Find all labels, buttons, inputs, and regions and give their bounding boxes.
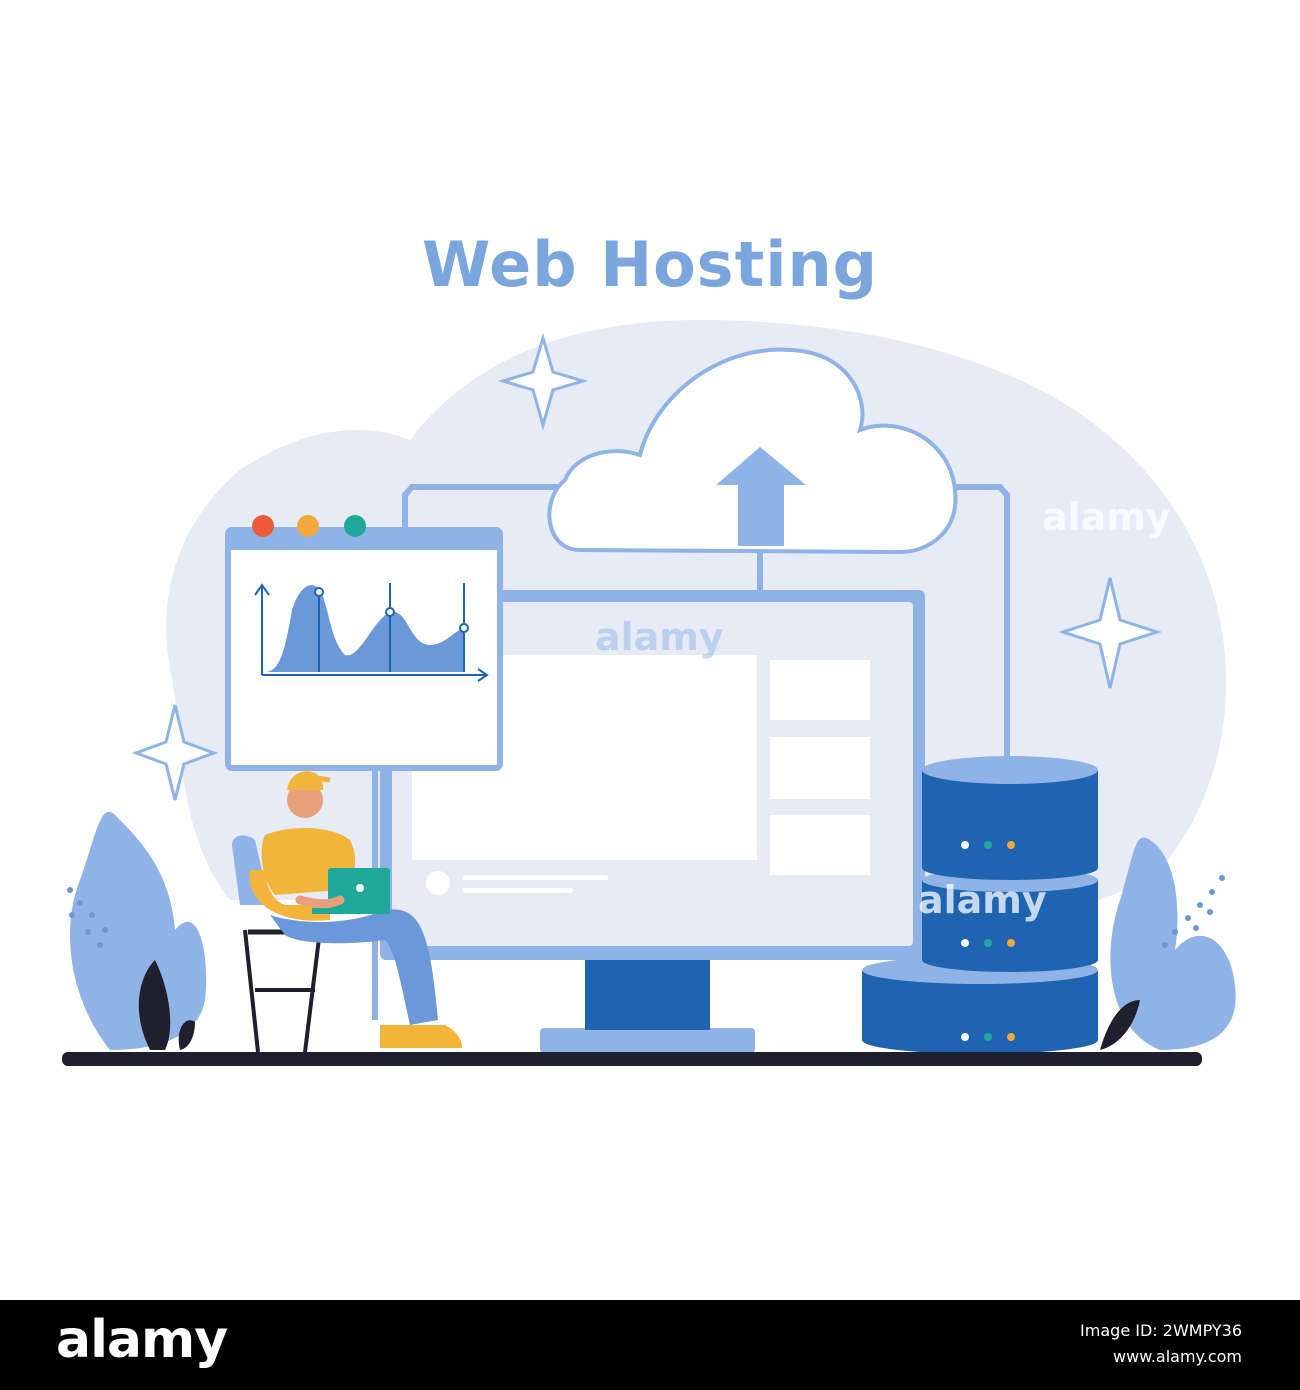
sparkle-icon <box>1058 577 1162 689</box>
window-dot-orange <box>297 515 319 537</box>
ground-line <box>62 1052 1202 1066</box>
plant-decoration <box>1100 837 1236 1050</box>
database-icon <box>862 756 1098 1054</box>
sparkle-icon <box>497 332 589 431</box>
person-with-laptop <box>232 771 462 1053</box>
alamy-logo: alamy <box>56 1310 228 1370</box>
watermark: alamy <box>1042 495 1171 539</box>
page-title: Web Hosting <box>422 228 878 301</box>
watermark: alamy <box>595 615 724 659</box>
footer-bar: alamy Image ID: 2WMPY36 www.alamy.com <box>0 1300 1300 1390</box>
window-dot-teal <box>344 515 366 537</box>
analytics-chart-icon <box>225 515 503 771</box>
web-hosting-illustration <box>62 320 1236 1066</box>
cloud-upload-icon <box>547 347 958 555</box>
image-id-text: Image ID: 2WMPY36 <box>1080 1321 1242 1340</box>
sparkle-icon <box>131 704 219 801</box>
plant-decoration <box>67 811 207 1050</box>
alamy-url: www.alamy.com <box>1113 1347 1242 1366</box>
image-id: Image ID: 2WMPY36 www.alamy.com <box>1080 1318 1242 1370</box>
window-dot-red <box>252 515 274 537</box>
watermark: alamy <box>918 878 1047 922</box>
